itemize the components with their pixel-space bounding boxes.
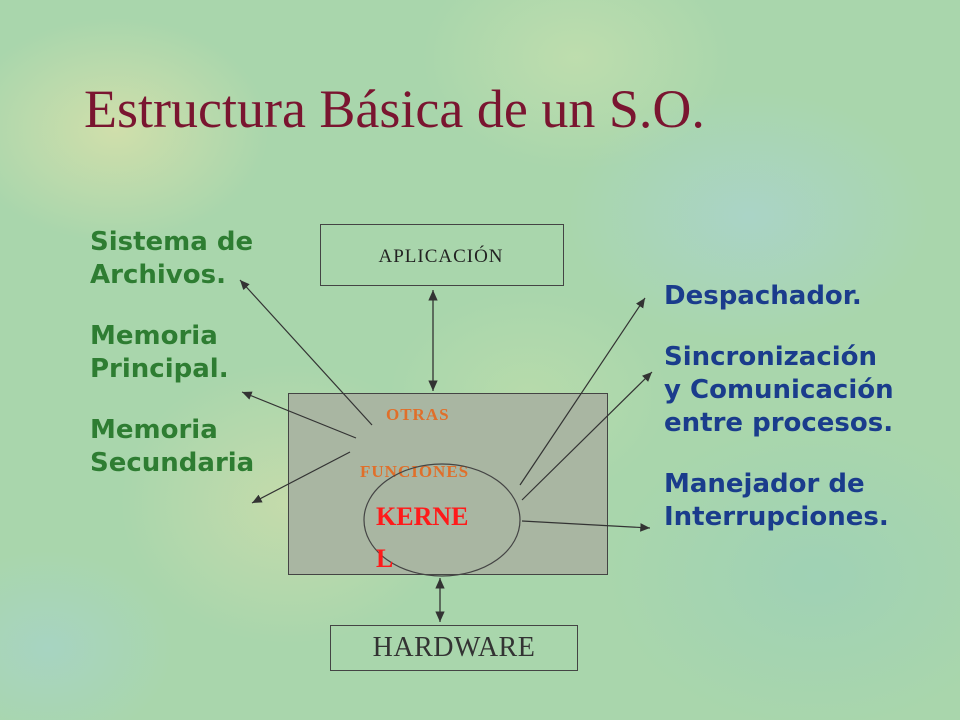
label-sync-communication: Sincronización y Comunicación entre proc… [664, 341, 954, 440]
label-line: Interrupciones. [664, 502, 889, 532]
label-line: Sistema de [90, 227, 254, 257]
arrow-to-main-memory [241, 391, 357, 439]
label-line: Despachador. [664, 281, 862, 311]
other-functions-label-1: OTRAS [386, 405, 450, 424]
right-component-labels: Despachador. Sincronización y Comunicaci… [664, 280, 954, 562]
label-line: Principal. [90, 354, 229, 384]
application-label: APLICACIÓN [378, 246, 504, 267]
kernel-ellipse [363, 463, 521, 577]
label-line: Memoria [90, 321, 218, 351]
kernel-label: KERNE L [376, 496, 506, 580]
label-line: Sincronización [664, 342, 878, 372]
label-line: Archivos. [90, 260, 226, 290]
operating-system-box [288, 393, 608, 575]
label-line: Manejador de [664, 469, 865, 499]
label-line: y Comunicación [664, 375, 894, 405]
label-secondary-memory: Memoria Secundaria [90, 414, 275, 480]
arrow-to-sync [521, 371, 653, 501]
hardware-box: HARDWARE [330, 625, 578, 671]
other-functions-label-2: FUNCIONES [360, 462, 470, 481]
label-dispatcher: Despachador. [664, 280, 954, 313]
arrow-to-interrupt-handler [521, 520, 651, 532]
application-box: APLICACIÓN [320, 224, 564, 286]
left-component-labels: Sistema de Archivos. Memoria Principal. … [90, 226, 275, 508]
label-line: Memoria [90, 415, 218, 445]
arrow-to-secondary-memory [251, 451, 351, 504]
arrow-to-file-system [239, 279, 373, 426]
label-main-memory: Memoria Principal. [90, 320, 275, 386]
label-line: Secundaria [90, 448, 255, 478]
hardware-label: HARDWARE [372, 632, 536, 663]
kernel-label-line-2: L [376, 544, 394, 573]
arrow-to-dispatcher [519, 297, 646, 486]
label-interrupt-handler: Manejador de Interrupciones. [664, 468, 954, 534]
label-file-system: Sistema de Archivos. [90, 226, 275, 292]
kernel-label-line-1: KERNE [376, 502, 469, 531]
label-line: entre procesos. [664, 408, 894, 438]
slide-title: Estructura Básica de un S.O. [84, 79, 705, 139]
